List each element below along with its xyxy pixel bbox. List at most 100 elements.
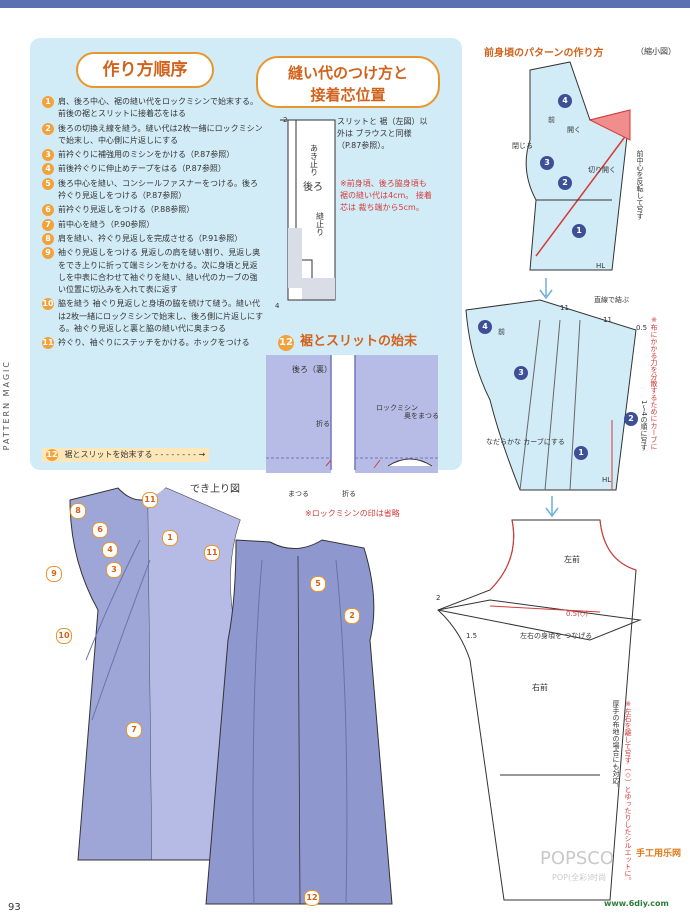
- callout-number: 7: [126, 722, 142, 738]
- hem-title-text: 裾とスリットの始末: [300, 334, 418, 349]
- step-number: 10: [42, 298, 54, 311]
- callout-number: 11: [142, 492, 158, 508]
- d2-nadaraka: なだらかな カーブにする: [486, 437, 565, 446]
- watermark-site: www.6diy.com: [604, 899, 669, 908]
- callout-number: 11: [204, 545, 220, 561]
- seam-note-2: ※前身頃、後ろ脇身頃も 裾の縫い代は4cm。 接着芯は 裁ち端から5cm。: [340, 179, 432, 212]
- step-12: 12 裾とスリットを始末する - - - - - - - - →: [42, 448, 210, 462]
- d1-hiraku: 開く: [567, 126, 581, 134]
- hem-label-fold: 折る: [316, 419, 330, 428]
- d1-kiri: 切り開く: [588, 166, 616, 174]
- arrow-down-1: [539, 278, 553, 300]
- callout-number: 9: [46, 566, 62, 582]
- step-item: 3 前衿ぐりに補強用のミシンをかける（P.87参照）: [42, 149, 264, 162]
- step-number: 12: [46, 449, 58, 461]
- step-text: 後ろの切換え線を縫う。縫い代は2枚一緒にロックミシンで始末し、中心側に片返しにす…: [58, 123, 263, 145]
- step-number: 3: [42, 149, 54, 162]
- finished-title: でき上り図: [190, 484, 240, 495]
- step-number: 8: [42, 232, 54, 245]
- diagram-number: 3: [540, 156, 554, 170]
- hem-label-back: 後ろ（裏）: [292, 364, 332, 374]
- steps-list: 1 肩、後ろ中心、裾の縫い代をロックミシンで始末する。前後の裾とスリットに接着芯を…: [42, 96, 264, 352]
- step-item: 4 前後衿ぐりに伸止めテープをはる（P.87参照）: [42, 163, 264, 176]
- hem-label-oru: 折る: [342, 489, 356, 498]
- seam-label-2: 2: [283, 116, 287, 124]
- d2-11a: 11: [560, 304, 569, 312]
- step-item: 1 肩、後ろ中心、裾の縫い代をロックミシンで始末する。前後の裾とスリットに接着芯を…: [42, 96, 264, 121]
- callout-number: 2: [344, 608, 360, 624]
- d3-migi-mae: 右前: [532, 682, 548, 692]
- step-number: 6: [42, 204, 54, 217]
- diagram-number: 4: [478, 320, 492, 334]
- diagram-number: 1: [572, 224, 586, 238]
- seam-note-1: スリットと 裾（左図）以外は ブラウスと同様 （P.87参照）。: [337, 117, 428, 150]
- step-text: 前衿ぐり見返しをつける（P.88参照）: [58, 205, 195, 215]
- hem-number: 12: [278, 335, 294, 351]
- d3-side-note-2: 厚手の布地の場合にも対応。: [612, 700, 620, 791]
- pattern-scale: （縮小図）: [636, 47, 676, 56]
- top-bar: [0, 0, 690, 8]
- step-text: 肩、後ろ中心、裾の縫い代をロックミシンで始末する。前後の裾とスリットに接着芯をは…: [58, 97, 258, 119]
- d3-tsunage: 左右の身頃を つなげる: [520, 631, 592, 640]
- hem-label-matsuru: まつる: [288, 490, 309, 498]
- diagram-number: 2: [558, 176, 572, 190]
- step-text: 脇を縫う 袖ぐり見返しと身頃の脇を続けて縫う。縫い代は2枚一緒にロックミシンで始…: [58, 299, 264, 334]
- dress-back: [205, 539, 393, 905]
- diagram-number: 4: [558, 94, 572, 108]
- step-item: 2 後ろの切換え線を縫う。縫い代は2枚一緒にロックミシンで始末し、中心側に片返しに…: [42, 122, 264, 148]
- d1-hl: HL: [596, 262, 605, 270]
- d2-side-note: ※布にかかる力を分散するためにカーブに: [650, 316, 658, 450]
- pattern-title: 前身頃のパターンの作り方: [484, 48, 604, 59]
- step-item: 10 脇を縫う 袖ぐり見返しと身頃の脇を続けて縫う。縫い代は2枚一緒にロックミシン…: [42, 298, 264, 335]
- step-text: 前衿ぐりに補強用のミシンをかける（P.87参照）: [58, 150, 235, 160]
- step-number: 9: [42, 247, 54, 260]
- seam-label-nuidomari: 縫止り: [316, 211, 325, 236]
- seam-diagram: [280, 119, 336, 301]
- d1-mae: 前: [548, 115, 555, 124]
- d1-side-note: 前中心を反転して写す: [636, 149, 644, 220]
- hem-diagram: [266, 355, 438, 473]
- step-number: 5: [42, 177, 54, 190]
- seam-label-back: 後ろ: [303, 180, 323, 193]
- callout-number: 10: [56, 628, 72, 644]
- pattern-diagram-1: [525, 61, 631, 271]
- step-text: 前中心を縫う（P.90参照）: [58, 219, 155, 229]
- hem-note: ※ロックミシンの印は省略: [305, 509, 400, 518]
- watermark-brand: POPSCO: [540, 848, 614, 869]
- step-number: 11: [42, 337, 54, 350]
- step-number: 1: [42, 96, 54, 108]
- hem-title: 12 裾とスリットの始末: [278, 330, 417, 351]
- seam-title-line2: 接着芯位置: [310, 86, 386, 104]
- callout-number: 4: [102, 542, 118, 558]
- section-title-order: 作り方順序: [76, 52, 214, 88]
- d3-15: 1.5: [466, 632, 477, 640]
- step-text: 裾とスリットを始末する: [64, 450, 153, 459]
- pattern-diagram-3: [437, 519, 642, 901]
- diagram-number: 1: [574, 446, 588, 460]
- d2-05: 0.5: [636, 324, 647, 332]
- callout-number: 5: [310, 576, 326, 592]
- seam-label-4: 4: [275, 302, 280, 310]
- watermark-sub: POP(全彩)时尚: [552, 872, 606, 882]
- seam-label-aki: あき止り: [310, 144, 319, 176]
- hem-label-lock: ロックミシン: [376, 404, 418, 412]
- watermark-cn: 手工用乐网: [636, 847, 681, 859]
- d2-hl: HL: [602, 476, 611, 484]
- d3-side-note: ※左右を離して写す（◇）とゆったりしたシルエットに。: [624, 700, 632, 884]
- step-text: 前後衿ぐりに伸止めテープをはる（P.87参照）: [58, 164, 226, 174]
- step-number: 4: [42, 163, 54, 176]
- arrow-down-2: [545, 496, 559, 518]
- step-text: 衿ぐり、袖ぐりにステッチをかける。ホックをつける: [58, 338, 250, 348]
- seam-title-line1: 縫い代のつけ方と: [287, 64, 408, 82]
- step-number: 2: [42, 122, 54, 135]
- d3-hidari-mae: 左前: [564, 554, 580, 564]
- diagram-number: 2: [624, 412, 638, 426]
- diagram-number: 3: [514, 366, 528, 380]
- callout-number: 8: [70, 503, 86, 519]
- step-item: 11 衿ぐり、袖ぐりにステッチをかける。ホックをつける: [42, 337, 264, 350]
- step-item: 6 前衿ぐり見返しをつける（P.88参照）: [42, 204, 264, 217]
